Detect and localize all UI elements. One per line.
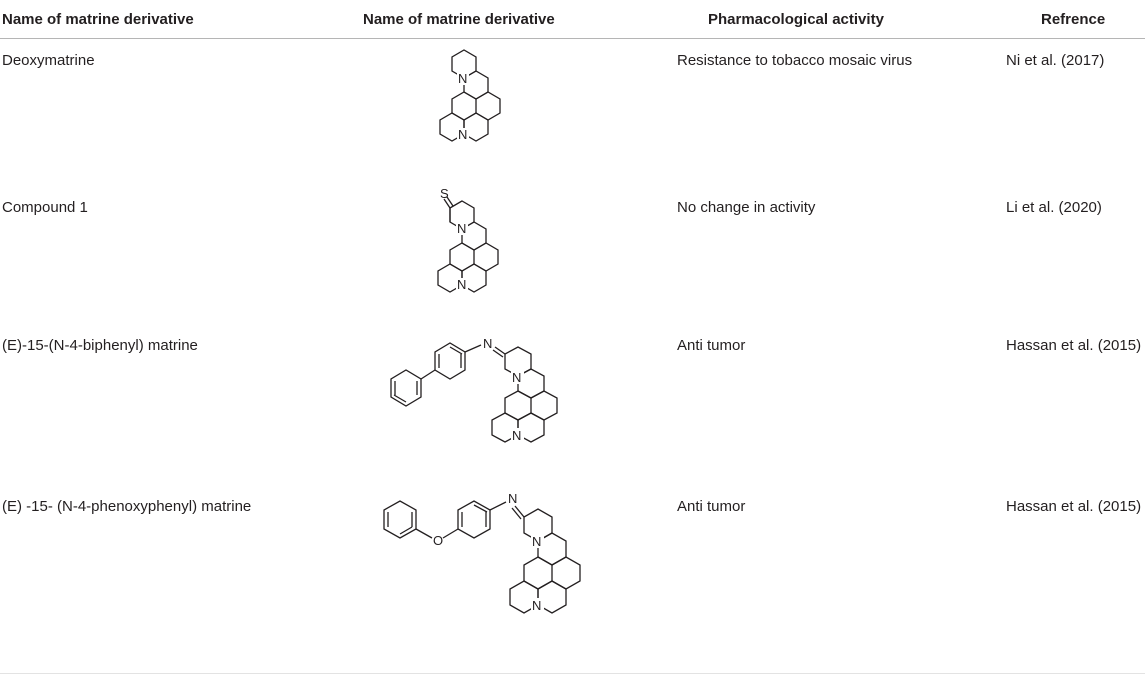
header-name: Name of matrine derivative (2, 11, 194, 28)
nitrogen-label: N (458, 127, 467, 142)
pharmacological-activity: Resistance to tobacco mosaic virus (677, 52, 913, 69)
derivative-name: (E) -15- (N-4-phenoxyphenyl) matrine (2, 498, 252, 515)
nitrogen-label: N (483, 336, 492, 351)
derivative-name: Deoxymatrine (2, 52, 95, 69)
table-header: Name of matrine derivative Name of matri… (0, 0, 1145, 39)
compound-1-structure: N N S (410, 186, 520, 306)
pharmacological-activity: Anti tumor (677, 498, 746, 515)
nitrogen-label: N (532, 534, 541, 549)
pharmacological-activity: Anti tumor (677, 337, 746, 354)
pharmacological-activity: No change in activity (677, 199, 816, 216)
header-reference: Refrence (1041, 11, 1106, 28)
nitrogen-label: N (508, 491, 517, 506)
phenoxyphenyl-matrine-structure: N N N O (330, 484, 600, 644)
header-activity: Pharmacological activity (708, 11, 884, 28)
nitrogen-label: N (512, 370, 521, 385)
reference: Hassan et al. (2015) (1006, 337, 1142, 354)
nitrogen-label: N (458, 71, 467, 86)
derivative-name: Compound 1 (2, 199, 88, 216)
reference: Li et al. (2020) (1006, 199, 1102, 216)
reference: Ni et al. (2017) (1006, 52, 1105, 69)
derivative-name: (E)-15-(N-4-biphenyl) matrine (2, 337, 198, 354)
deoxymatrine-structure: N N (410, 40, 520, 170)
nitrogen-label: N (512, 428, 521, 443)
oxygen-label: O (433, 533, 443, 548)
header-structure: Name of matrine derivative (363, 11, 555, 28)
table-bottom-rule (0, 673, 1145, 674)
nitrogen-label: N (532, 598, 541, 613)
nitrogen-label: N (457, 221, 466, 236)
nitrogen-label: N (457, 277, 466, 292)
reference: Hassan et al. (2015) (1006, 498, 1142, 515)
biphenyl-matrine-structure: N N N (355, 328, 585, 473)
sulfur-label: S (440, 186, 449, 201)
